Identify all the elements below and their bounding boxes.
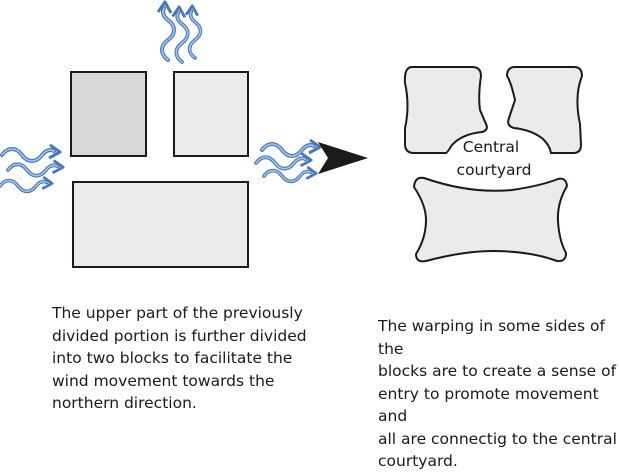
wind-arrow-icon	[254, 138, 322, 184]
wind-arrow-icon	[156, 0, 203, 64]
lower-block	[72, 181, 249, 268]
direction-arrow-icon	[318, 142, 368, 174]
warped-block-left	[403, 66, 488, 154]
central-courtyard-label-line2: courtyard	[457, 161, 532, 179]
warped-block-bottom	[412, 176, 569, 263]
wind-arrow-icon	[0, 143, 66, 194]
central-courtyard-label-line1: Central	[463, 138, 519, 156]
upper-right-block	[173, 71, 249, 157]
warped-block-right	[505, 66, 584, 154]
caption-right: The warping in some sides of the blocks …	[378, 317, 617, 470]
massing-diagram: Central courtyard	[0, 0, 584, 268]
caption-left: The upper part of the previously divided…	[52, 304, 307, 412]
upper-left-block	[70, 71, 147, 157]
